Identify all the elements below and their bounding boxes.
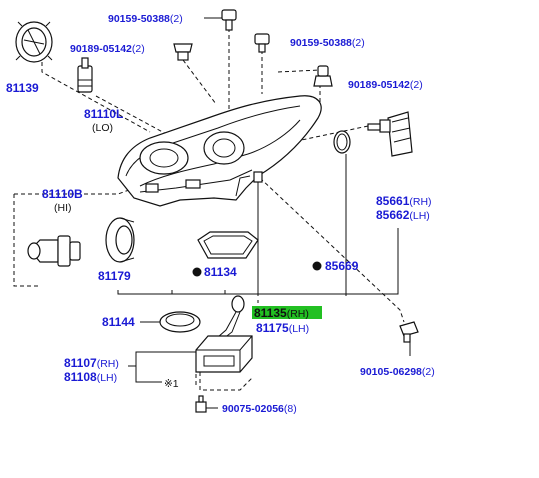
label-81179[interactable]: 81179 — [98, 269, 131, 283]
socket-cover-81179 — [105, 217, 135, 263]
clip-90189-right — [313, 65, 333, 87]
bulb-81110B — [27, 235, 81, 267]
headlamp-assembly — [117, 95, 322, 207]
bullet-81134 — [192, 267, 202, 277]
gasket-81134 — [197, 231, 259, 259]
highlight-81135 — [252, 306, 322, 319]
leveling-actuator-85661 — [367, 111, 413, 157]
oring-85669 — [333, 130, 351, 154]
ballast-81107 — [195, 335, 253, 391]
label-81139[interactable]: 81139 — [6, 81, 39, 95]
label-81110B-sub: (HI) — [54, 202, 72, 214]
bulb-81110L — [77, 57, 93, 93]
cover-81144 — [159, 311, 201, 333]
retaining-ring-81139 — [15, 21, 53, 63]
label-81107[interactable]: 81107(RH) — [64, 356, 119, 370]
label-85661[interactable]: 85661(RH) — [376, 194, 432, 208]
label-90159-right[interactable]: 90159-50388(2) — [290, 37, 365, 49]
label-90105[interactable]: 90105-06298(2) — [360, 366, 435, 378]
leader-lines — [13, 17, 411, 409]
bullet-85669 — [312, 261, 322, 271]
label-81144[interactable]: 81144 — [102, 315, 135, 329]
label-81175[interactable]: 81175(LH) — [256, 321, 309, 335]
label-90075[interactable]: 90075-02056(8) — [222, 403, 297, 415]
label-90159-top[interactable]: 90159-50388(2) — [108, 13, 183, 25]
screw-90105 — [399, 321, 419, 343]
label-81110L-sub: (LO) — [92, 122, 113, 134]
label-81134[interactable]: 81134 — [204, 265, 237, 279]
screw-90159-right — [254, 33, 270, 53]
screw-90159-top — [221, 9, 237, 31]
label-81110B[interactable]: 81110B — [42, 187, 83, 201]
label-81135[interactable]: 81135(RH) — [254, 306, 309, 320]
label-81108[interactable]: 81108(LH) — [64, 370, 117, 384]
label-90189-right[interactable]: 90189-05142(2) — [348, 79, 423, 91]
label-85662[interactable]: 85662(LH) — [376, 208, 430, 222]
label-90189-left[interactable]: 90189-05142(2) — [70, 43, 145, 55]
label-note-mark: ※1 — [164, 378, 179, 390]
clip-90189-left — [173, 43, 193, 61]
label-85669[interactable]: 85669 — [325, 259, 359, 273]
callout-labels: 81139 90159-50388(2) 90189-05142(2) 9015… — [6, 13, 435, 415]
screw-90075 — [195, 395, 207, 413]
label-81110L[interactable]: 81110L — [84, 107, 123, 121]
